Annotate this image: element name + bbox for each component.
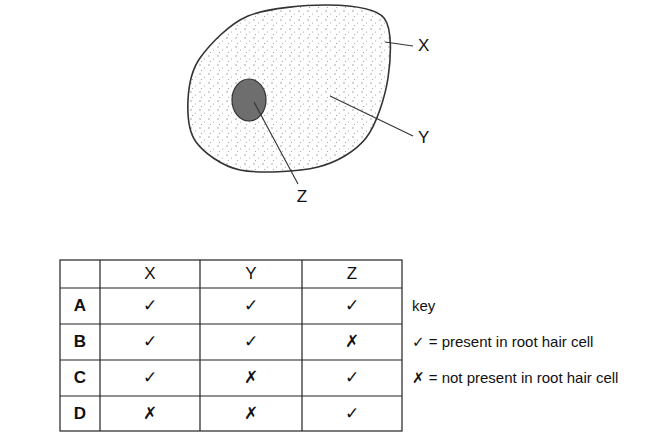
leader-line	[385, 42, 413, 46]
part-label: X	[418, 37, 429, 56]
table-mark: ✗	[244, 405, 258, 424]
column-header: X	[144, 265, 155, 284]
cell-membrane	[188, 5, 391, 172]
table-mark: ✓	[345, 297, 359, 316]
table-mark: ✗	[143, 405, 157, 424]
column-header: Z	[347, 265, 357, 284]
table-mark: ✓	[345, 405, 359, 424]
table-mark: ✓	[244, 297, 258, 316]
row-letter: C	[74, 369, 86, 388]
table-mark: ✗	[345, 333, 359, 352]
part-label: Z	[297, 188, 307, 207]
table-mark: ✓	[143, 369, 157, 388]
table-mark: ✓	[143, 297, 157, 316]
row-letter: B	[74, 333, 86, 352]
key-text: ✗ = not present in root hair cell	[412, 370, 618, 387]
key-heading: key	[412, 298, 435, 315]
leader-line	[254, 102, 298, 184]
table-mark: ✓	[143, 333, 157, 352]
table-mark: ✗	[244, 369, 258, 388]
table-mark: ✓	[244, 333, 258, 352]
answer-table	[60, 260, 402, 431]
leader-line	[330, 96, 413, 136]
key-text: ✓ = present in root hair cell	[412, 334, 593, 351]
row-letter: A	[74, 297, 86, 316]
row-letter: D	[74, 405, 86, 424]
column-header: Y	[245, 265, 256, 284]
part-label: Y	[418, 129, 429, 148]
table-mark: ✓	[345, 369, 359, 388]
